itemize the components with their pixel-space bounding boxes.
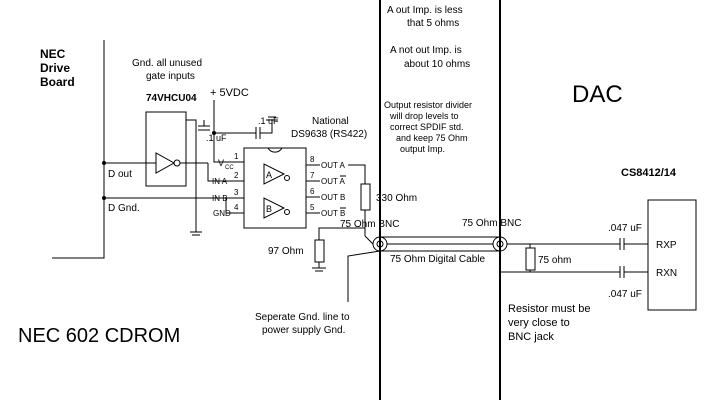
inverter-triangle <box>155 152 176 174</box>
pin2-number: 2 <box>234 171 239 180</box>
bnc-left-inner <box>376 240 384 248</box>
cap-top-label: .1 uF <box>258 116 279 126</box>
resistor-330-label: 330 Ohm <box>376 193 417 204</box>
a-out-impedance-line1: A out Imp. is less <box>387 5 463 16</box>
pin3-number: 3 <box>234 188 239 197</box>
divider-note-line5: output Imp. <box>400 144 445 154</box>
rxp-pin-label: RXP <box>656 240 677 251</box>
a-not-impedance-line1: A not out Imp. is <box>390 45 462 56</box>
bnc-right-label: 75 Ohm BNC <box>462 218 521 229</box>
separate-ground-note-line1: Seperate Gnd. line to <box>255 312 350 323</box>
vcc-pin-sub: CC <box>225 165 234 171</box>
out-a-label: OUT A <box>321 161 346 170</box>
resistor-close-note-line1: Resistor must be <box>508 303 591 315</box>
resistor-75-ohm <box>525 247 536 271</box>
chip-74vhcu04-label: 74VHCU04 <box>146 93 197 104</box>
rxn-pin-label: RXN <box>656 268 677 279</box>
a-not-impedance-line2: about 10 ohms <box>404 59 470 70</box>
separate-ground-line <box>347 250 381 302</box>
driver-gate-a-label: A <box>266 170 272 180</box>
out-a-bar-label: OUT A <box>321 177 346 186</box>
coax-cable-label: 75 Ohm Digital Cable <box>390 254 485 265</box>
ds9638-chip-body <box>243 147 307 229</box>
nec-board-outline <box>52 40 105 259</box>
divider-note-line1: Output resistor divider <box>384 100 472 110</box>
pin5-number: 5 <box>310 203 315 212</box>
d-gnd-label: D Gnd. <box>108 203 140 214</box>
national-label: National <box>312 116 349 127</box>
bnc-left-lead <box>364 235 374 245</box>
cap-top-wire-right <box>260 120 273 134</box>
cap-rxp-label: .047 uF <box>608 223 642 234</box>
a-out-impedance-line2: that 5 ohms <box>407 18 459 29</box>
pin7-number: 7 <box>310 171 315 180</box>
d-out-label: D out <box>108 169 132 180</box>
inverter-chip-body <box>145 111 187 187</box>
nec-board-label-line2: Drive <box>40 61 70 75</box>
resistor-330-ohm <box>360 183 371 211</box>
gnd-unused-note-line1: Gnd. all unused <box>132 58 202 69</box>
vcc-pin-label: V <box>218 158 224 168</box>
supply-5vdc-label: + 5VDC <box>210 87 249 99</box>
out-b-bar-label: OUT B <box>321 209 345 218</box>
ds9638-label: DS9638 (RS422) <box>291 129 367 140</box>
dac-title: DAC <box>572 81 623 108</box>
resistor-close-note-line3: BNC jack <box>508 331 554 343</box>
resistor-97-label: 97 Ohm <box>268 246 304 257</box>
cs8412-label: CS8412/14 <box>621 167 677 179</box>
driver-gate-b <box>263 197 286 219</box>
divider-note-line2: will drop levels to <box>389 111 459 121</box>
out-b-label: OUT B <box>321 193 345 202</box>
resistor-close-note-line2: very close to <box>508 317 570 329</box>
inverter-output-to-pin2 <box>207 163 236 182</box>
cs8412-chip-body <box>647 199 697 311</box>
cap-rxn-label: .047 uF <box>608 289 642 300</box>
pin6-number: 6 <box>310 187 315 196</box>
supply-rail-wire <box>213 100 236 163</box>
cap-left-label: .1 uF <box>206 133 227 143</box>
junction-dot-inverter <box>102 161 106 165</box>
resistor-97-ohm <box>314 239 325 263</box>
pin4-number: 4 <box>234 203 239 212</box>
junction-dot-dgnd <box>102 196 106 200</box>
gnd-pin-label: GND <box>213 209 231 218</box>
nec-board-label-line3: Board <box>40 75 75 89</box>
separate-ground-note-line2: power supply Gnd. <box>262 325 345 336</box>
driver-gate-b-label: B <box>266 204 272 214</box>
divider-note-line4: and keep 75 Ohm <box>396 133 468 143</box>
resistor-75-label: 75 ohm <box>538 255 571 266</box>
out-a-to-resistor-wire <box>348 164 366 184</box>
nec-cdrom-title: NEC 602 CDROM <box>18 325 180 347</box>
nec-board-label-line1: NEC <box>40 47 66 61</box>
driver-gate-b-bubble <box>284 209 290 215</box>
in-a-pin-label: IN A <box>212 177 228 186</box>
gnd-unused-note-line2: gate inputs <box>146 71 195 82</box>
pin8-number: 8 <box>310 155 315 164</box>
ds9638-notch <box>267 147 283 153</box>
driver-gate-a-bubble <box>284 175 290 181</box>
driver-gate-a <box>263 163 286 185</box>
bnc-right-inner <box>496 240 504 248</box>
inverter-ground-wire <box>186 119 197 232</box>
divider-note-line3: correct SPDIF std. <box>390 122 464 132</box>
bnc-left-label: 75 Ohm BNC <box>340 219 399 230</box>
pin1-number: 1 <box>234 152 239 161</box>
shunt-wire <box>318 227 365 240</box>
